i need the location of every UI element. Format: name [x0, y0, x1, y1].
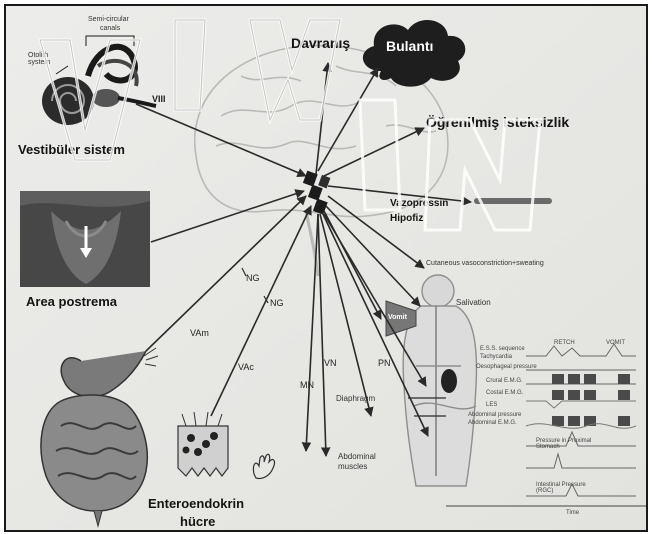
label-trace-9: Intestinal Pressure (RGC): [536, 482, 600, 494]
label-ogrenilmis-isteksizlik: Öğrenilmiş isteksizlik: [426, 114, 569, 130]
label-time: Time: [566, 510, 579, 516]
label-retch: RETCH: [554, 340, 575, 346]
label-ng-2: NG: [270, 298, 284, 308]
label-trace-2: Oesophageal pressure: [476, 364, 537, 370]
label-trace-1: Tachycardia: [480, 354, 512, 360]
label-trace-4: Costal E.M.G.: [486, 390, 523, 396]
label-semicircular-1: Semi-circular: [88, 16, 129, 23]
pituitary-bar: [474, 198, 552, 204]
label-ng-1: NG: [246, 273, 260, 283]
label-hucre: hücre: [180, 514, 215, 529]
heart-shape: [441, 369, 457, 393]
label-va-c: VAc: [238, 362, 254, 372]
label-vazopressin: Vazopressin: [390, 198, 448, 209]
label-vestibuler-sistem: Vestibüler sistem: [18, 142, 125, 157]
label-trace-3: Crural E.M.G.: [486, 378, 523, 384]
diagram-frame: Davranış Bulantı Öğrenilmiş isteksizlik …: [4, 4, 648, 532]
label-diaphragm: Diaphragm: [336, 394, 375, 403]
label-otolith: Otolith system: [28, 52, 68, 66]
label-va-m: VAm: [190, 328, 209, 338]
label-trace-6: Abdominal pressure: [468, 412, 521, 418]
label-trace-5: LES: [486, 402, 497, 408]
label-trace-7: Abdominal E.M.G.: [468, 420, 517, 426]
label-bulanti: Bulantı: [386, 38, 433, 54]
label-area-postrema: Area postrema: [26, 294, 117, 309]
label-enteroendokrin: Enteroendokrin: [148, 496, 244, 511]
label-abdominal-1: Abdominal: [338, 452, 376, 461]
emg-blocks: [552, 374, 630, 426]
area-postrema-image: [20, 191, 150, 287]
label-cutaneous: Cutaneous vasoconstriction+sweating: [426, 260, 544, 267]
label-pn: PN: [378, 358, 391, 368]
label-semicircular-2: canals: [100, 25, 120, 32]
label-trace-8: Pressure in Proximal Stomach: [536, 438, 600, 450]
label-viii: VIII: [152, 94, 166, 104]
label-vomit: Vomit: [388, 314, 407, 321]
label-davranis: Davranış: [291, 35, 350, 51]
label-abdominal-2: muscles: [338, 462, 367, 471]
label-mn: MN: [300, 380, 314, 390]
diagram-canvas: [6, 6, 646, 530]
label-vn: VN: [324, 358, 337, 368]
label-vomit-phase: VOMIT: [606, 340, 625, 346]
label-trace-0: E.S.S. sequence: [480, 346, 525, 352]
label-salivation: Salivation: [456, 298, 491, 307]
label-hipofiz: Hipofiz: [390, 213, 423, 224]
